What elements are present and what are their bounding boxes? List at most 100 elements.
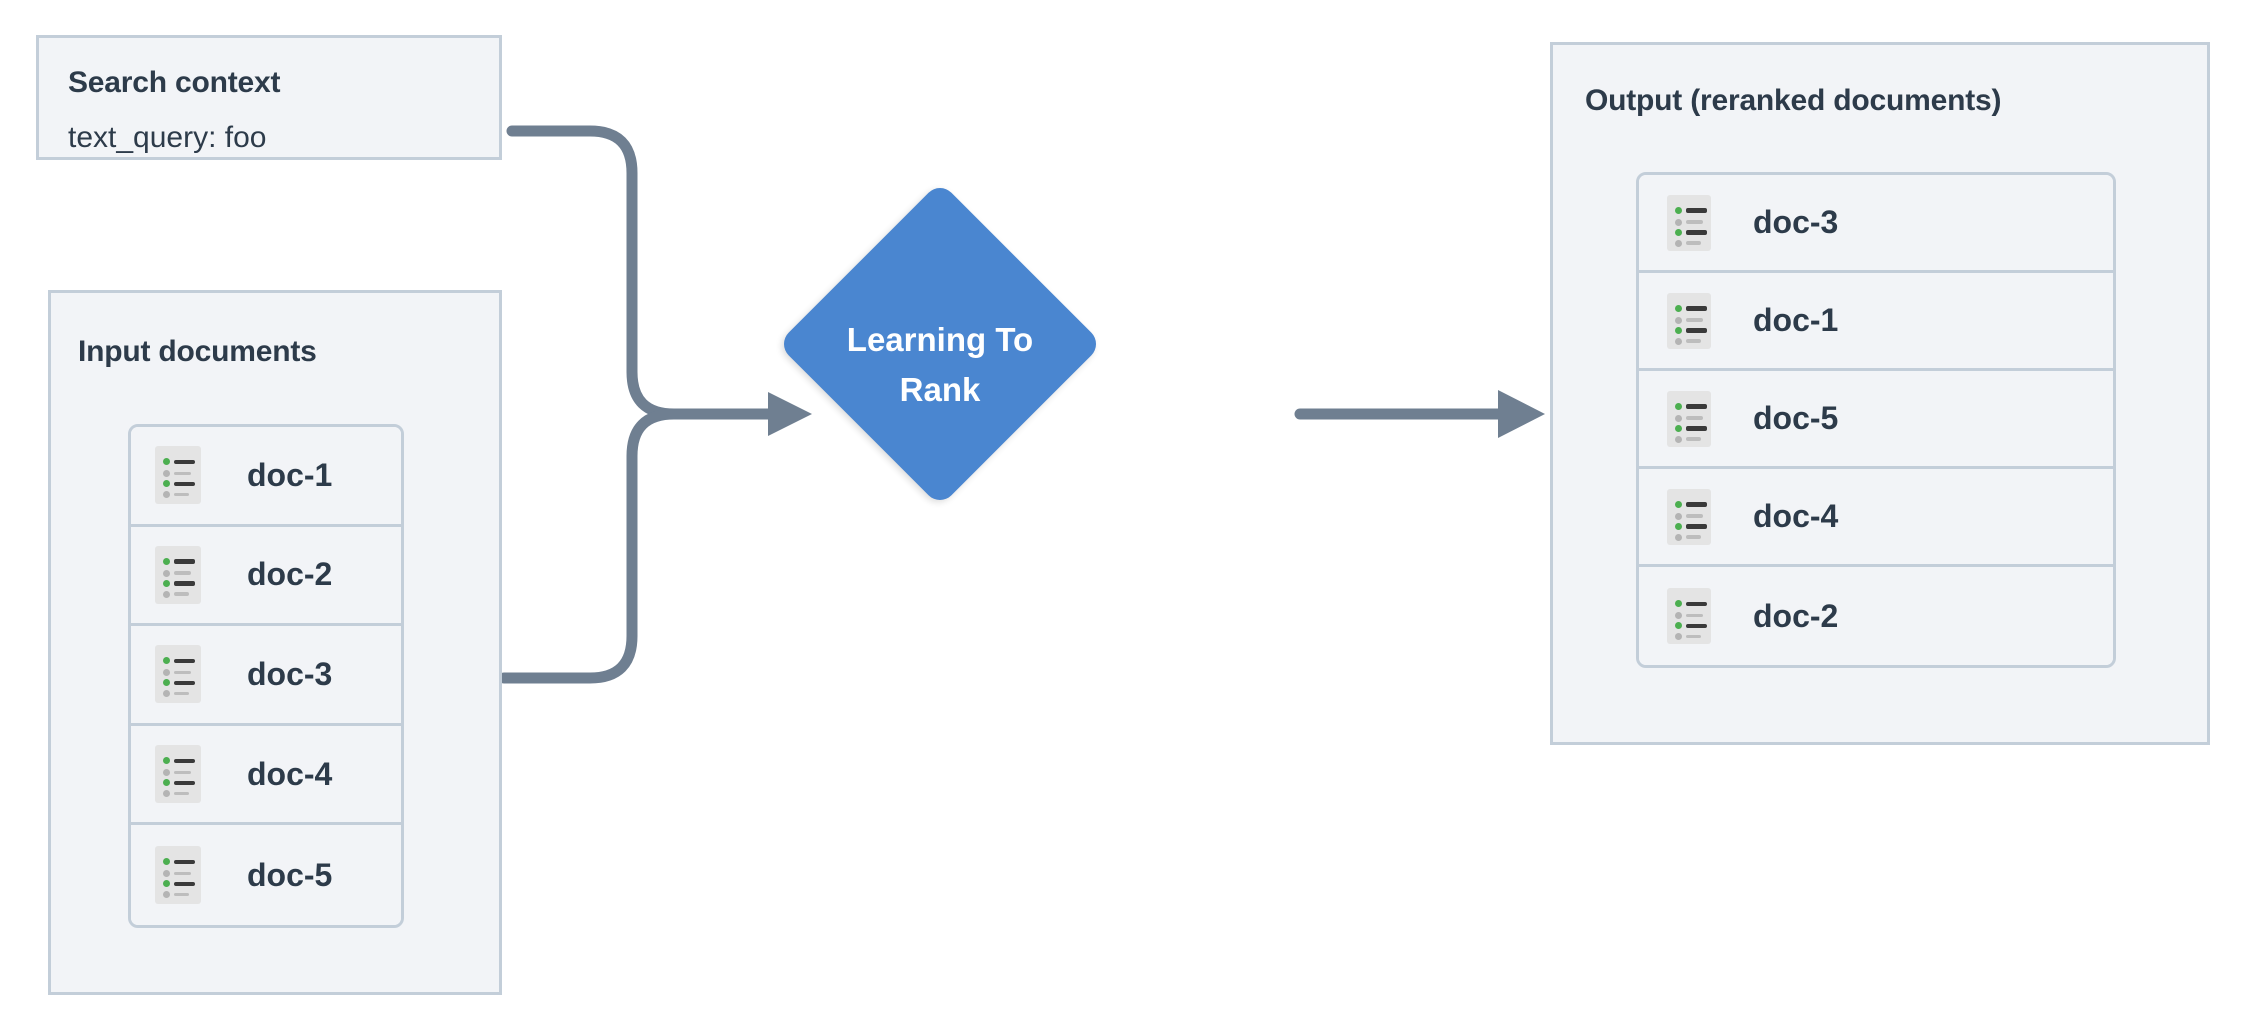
icon-line [174, 592, 189, 596]
icon-line [174, 658, 195, 664]
search-context-panel [36, 35, 502, 160]
input-document-list: doc-1 doc-2 doc-3 doc-4 doc-5 [128, 424, 404, 928]
output-document-row[interactable]: doc-3 [1639, 175, 2113, 273]
icon-bullet [163, 790, 170, 798]
icon-bullet [1675, 304, 1682, 312]
input-document-row[interactable]: doc-2 [131, 526, 401, 627]
icon-line [1686, 328, 1707, 333]
icon-bullet [163, 470, 170, 478]
icon-line [174, 881, 195, 887]
icon-line [174, 859, 195, 865]
icon-line [174, 871, 191, 876]
icon-line [174, 471, 191, 476]
document-label: doc-4 [247, 755, 333, 792]
icon-bullet [163, 891, 170, 899]
icon-bullet [1675, 512, 1682, 520]
output-document-row[interactable]: doc-4 [1639, 469, 2113, 567]
icon-bullet [1675, 435, 1682, 443]
document-label: doc-2 [247, 556, 333, 593]
icon-bullet [1675, 424, 1682, 432]
icon-bullet [1675, 622, 1682, 629]
icon-line [1686, 535, 1701, 539]
input-document-row[interactable]: doc-5 [131, 825, 401, 925]
input-documents-title: Input documents [78, 335, 317, 368]
document-list-icon [155, 545, 201, 604]
icon-bullet [1675, 316, 1682, 324]
document-list-icon [1667, 488, 1711, 545]
output-document-row[interactable]: doc-2 [1639, 567, 2113, 665]
icon-line [174, 791, 189, 796]
icon-line [174, 481, 195, 487]
input-document-row[interactable]: doc-4 [131, 725, 401, 826]
icon-line [1686, 601, 1707, 606]
search-context-query-text: text_query: foo [68, 121, 267, 154]
icon-bullet [163, 880, 170, 888]
icon-line [1686, 623, 1707, 628]
icon-line [1686, 416, 1703, 420]
icon-bullet [163, 769, 170, 777]
icon-bullet [163, 679, 170, 687]
icon-bullet [1675, 633, 1682, 640]
icon-line [174, 680, 195, 686]
icon-bullet [163, 669, 170, 677]
icon-bullet [163, 657, 170, 665]
output-title: Output (reranked documents) [1585, 84, 2002, 117]
icon-line [1686, 208, 1707, 213]
document-label: doc-3 [247, 655, 333, 692]
icon-bullet [1675, 402, 1682, 410]
icon-bullet [1675, 533, 1682, 541]
icon-line [174, 670, 191, 675]
icon-line [174, 691, 189, 696]
icon-bullet [1675, 228, 1682, 236]
arrowhead-into-output [1498, 390, 1545, 438]
connector-search-context-to-ltr [506, 125, 774, 420]
icon-line [174, 492, 189, 497]
icon-line [1686, 339, 1701, 343]
icon-line [1686, 241, 1701, 245]
icon-line [1686, 502, 1707, 507]
icon-bullet [1675, 600, 1682, 607]
icon-line [174, 780, 195, 786]
icon-line [174, 892, 189, 897]
output-document-row[interactable]: doc-5 [1639, 371, 2113, 469]
document-label: doc-1 [1753, 302, 1839, 338]
learning-to-rank-label: Learning To Rank [846, 321, 1034, 408]
icon-line [174, 581, 195, 586]
document-list-icon [155, 846, 201, 905]
icon-line [1686, 404, 1707, 409]
document-list-icon [155, 745, 201, 804]
icon-bullet [163, 557, 170, 565]
document-label: doc-2 [1753, 597, 1839, 634]
icon-bullet [1675, 414, 1682, 422]
icon-bullet [163, 779, 170, 787]
icon-bullet [163, 458, 170, 466]
icon-line [174, 758, 195, 764]
icon-bullet [163, 590, 170, 598]
icon-line [1686, 318, 1703, 322]
icon-line [1686, 613, 1703, 617]
icon-line [174, 559, 195, 564]
document-label: doc-1 [247, 456, 333, 493]
icon-bullet [163, 480, 170, 488]
icon-line [1686, 634, 1701, 638]
icon-line [1686, 514, 1703, 518]
icon-bullet [163, 690, 170, 698]
document-list-icon [1667, 390, 1711, 447]
icon-bullet [1675, 206, 1682, 214]
connector-input-documents-to-ltr [498, 408, 774, 684]
icon-bullet [1675, 326, 1682, 334]
icon-bullet [1675, 500, 1682, 508]
icon-bullet [163, 569, 170, 577]
output-document-row[interactable]: doc-1 [1639, 273, 2113, 371]
document-list-icon [1667, 292, 1711, 349]
document-label: doc-3 [1753, 204, 1839, 240]
input-document-row[interactable]: doc-1 [131, 427, 401, 527]
icon-line [1686, 306, 1707, 311]
icon-bullet [1675, 218, 1682, 226]
document-list-icon [1667, 194, 1711, 251]
icon-line [174, 770, 191, 775]
icon-bullet [163, 579, 170, 587]
input-document-row[interactable]: doc-3 [131, 626, 401, 726]
